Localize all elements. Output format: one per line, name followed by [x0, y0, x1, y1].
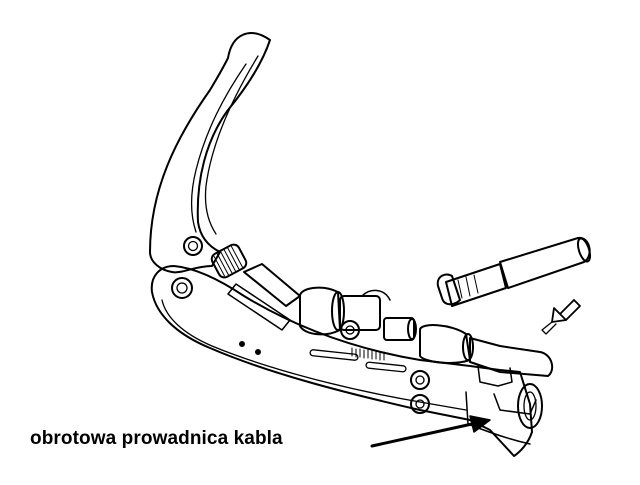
- die-block: [384, 318, 414, 340]
- leader-arrowhead: [470, 416, 490, 432]
- rivet-dot: [256, 350, 260, 354]
- upper-handle-outline: [150, 33, 270, 272]
- f-connector: [438, 237, 593, 306]
- connector-thread: [458, 275, 478, 298]
- linkage: [228, 264, 300, 330]
- jaw-lower: [494, 394, 536, 414]
- screw-inner: [416, 400, 424, 408]
- screw-main-pivot: [172, 278, 192, 298]
- slot-right: [366, 362, 406, 372]
- insert-direction-arrow: [542, 300, 580, 334]
- upper-handle-inner-edge-2: [205, 56, 258, 234]
- connector-sleeve: [500, 238, 590, 288]
- connector-nut: [438, 274, 460, 304]
- screw-inner: [189, 242, 198, 251]
- pivot-screws: [172, 237, 429, 413]
- crimp-carriage: [300, 288, 416, 340]
- upper-handle: [150, 33, 270, 272]
- callout-leader: [372, 416, 490, 446]
- screw-inner: [346, 326, 354, 334]
- carriage-screw: [341, 321, 359, 339]
- tool-head: [420, 325, 552, 444]
- hollow-arrow-tip: [542, 322, 556, 334]
- connector-barrel: [446, 264, 506, 306]
- screw-front-upper: [411, 371, 429, 389]
- carriage-block: [340, 296, 380, 330]
- rivet-dot: [240, 342, 244, 346]
- cable-end: [470, 338, 552, 376]
- upper-handle-inner-edge: [192, 64, 247, 232]
- link-bar-lower: [228, 284, 290, 330]
- hollow-arrow-head: [552, 300, 574, 322]
- rotating-cable-guide: [518, 384, 542, 428]
- lower-body-outline: [152, 266, 532, 456]
- knurled-knob: [210, 242, 249, 279]
- carriage-ring: [362, 290, 390, 300]
- hollow-arrow-shaft: [566, 300, 580, 320]
- link-bar-upper: [244, 264, 300, 306]
- screw-front-lower: [411, 395, 429, 413]
- jaw-front: [478, 366, 512, 386]
- lower-body-inner-edge: [162, 300, 466, 410]
- callout-label: obrotowa prowadnica kabla: [30, 428, 283, 449]
- scale-marks: [352, 348, 384, 360]
- screw-inner: [416, 376, 424, 384]
- lower-body: [152, 266, 532, 456]
- leader-line: [372, 424, 472, 446]
- slot-left: [310, 350, 358, 361]
- screw-handle-pivot: [184, 237, 202, 255]
- screw-inner: [177, 283, 187, 293]
